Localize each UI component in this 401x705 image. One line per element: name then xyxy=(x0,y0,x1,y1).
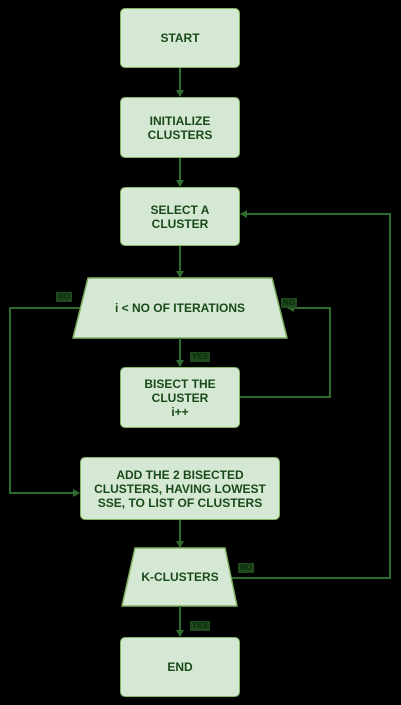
bisect-cluster-node: BISECT THE CLUSTER i++ xyxy=(120,367,240,428)
select-cluster-node: SELECT A CLUSTER xyxy=(120,187,240,246)
edge-label-iterations-no: NO xyxy=(56,292,72,302)
kclusters-decision-shape xyxy=(121,547,238,607)
start-node: START xyxy=(120,8,240,68)
iterations-decision-shape xyxy=(72,277,288,339)
kclusters-decision-label: K-CLUSTERS xyxy=(141,570,219,584)
initialize-clusters-node: INITIALIZE CLUSTERS xyxy=(120,97,240,158)
edge-iterations-add xyxy=(9,307,80,497)
edge-label-kclusters-yes: YES xyxy=(190,621,211,631)
edge-label-iterations-loop: NO xyxy=(281,298,297,308)
add-bisected-clusters-node: ADD THE 2 BISECTED CLUSTERS, HAVING LOWE… xyxy=(80,457,280,520)
iterations-decision-label: i < NO OF ITERATIONS xyxy=(114,301,246,315)
edge-bisect-loop xyxy=(240,304,331,398)
edge-label-iterations-yes: YES xyxy=(190,352,211,362)
end-node: END xyxy=(120,637,240,697)
edge-label-kclusters-no: NO xyxy=(238,563,254,573)
edge-kclusters-select xyxy=(232,210,391,579)
